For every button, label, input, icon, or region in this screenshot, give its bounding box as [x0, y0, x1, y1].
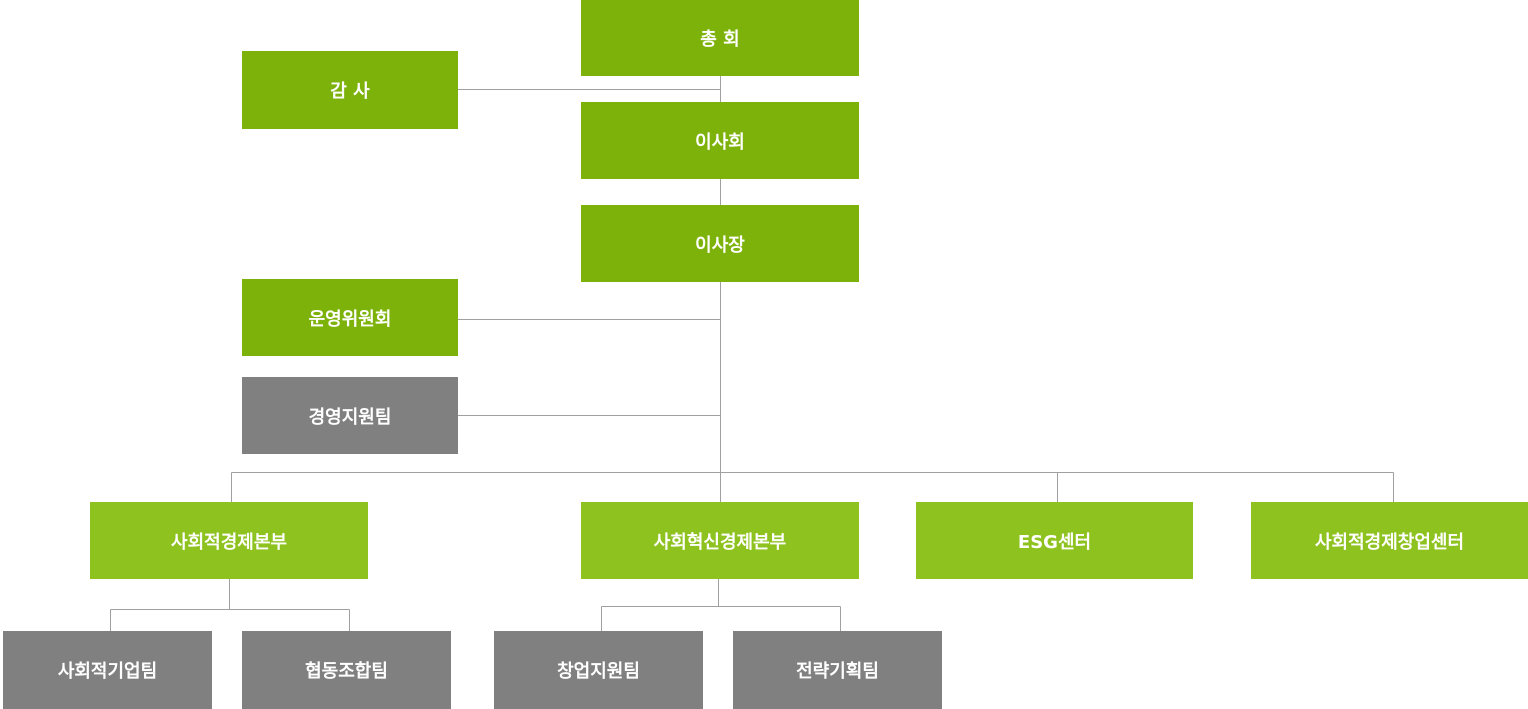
- social-economy-hq-label: 사회적경제본부: [171, 531, 287, 553]
- social-enterprise-team-label: 사회적기업팀: [57, 661, 158, 682]
- steering-committee-label: 운영위원회: [308, 308, 392, 330]
- startup-center-label: 사회적경제창업센터: [1314, 531, 1465, 553]
- management-support-team-label: 경영지원팀: [308, 406, 392, 428]
- chairman-box: 이사장: [581, 205, 859, 282]
- audit-box: 감 사: [242, 51, 458, 129]
- strategy-planning-team-label: 전략기획팀: [796, 661, 879, 682]
- steering-committee-box: 운영위원회: [242, 279, 458, 356]
- startup-center-box: 사회적경제창업센터: [1251, 502, 1528, 579]
- strategy-planning-team-box: 전략기획팀: [733, 631, 942, 709]
- esg-center-label: ESG센터: [1017, 531, 1092, 553]
- social-innovation-hq-label: 사회혁신경제본부: [653, 531, 787, 553]
- cooperative-team-label: 협동조합팀: [305, 661, 388, 682]
- social-economy-hq-box: 사회적경제본부: [90, 502, 368, 579]
- management-support-team-box: 경영지원팀: [242, 377, 458, 454]
- social-innovation-hq-box: 사회혁신경제본부: [581, 502, 859, 579]
- social-enterprise-team-box: 사회적기업팀: [3, 631, 212, 709]
- esg-center-box: ESG센터: [916, 502, 1193, 579]
- startup-support-team-box: 창업지원팀: [494, 631, 703, 709]
- general-assembly-label: 총 회: [700, 29, 740, 50]
- audit-label: 감 사: [330, 81, 370, 102]
- board-label: 이사회: [695, 131, 745, 153]
- board-box: 이사회: [581, 102, 859, 179]
- cooperative-team-box: 협동조합팀: [242, 631, 451, 709]
- chairman-label: 이사장: [695, 234, 745, 256]
- general-assembly-box: 총 회: [581, 0, 859, 76]
- startup-support-team-label: 창업지원팀: [557, 661, 640, 682]
